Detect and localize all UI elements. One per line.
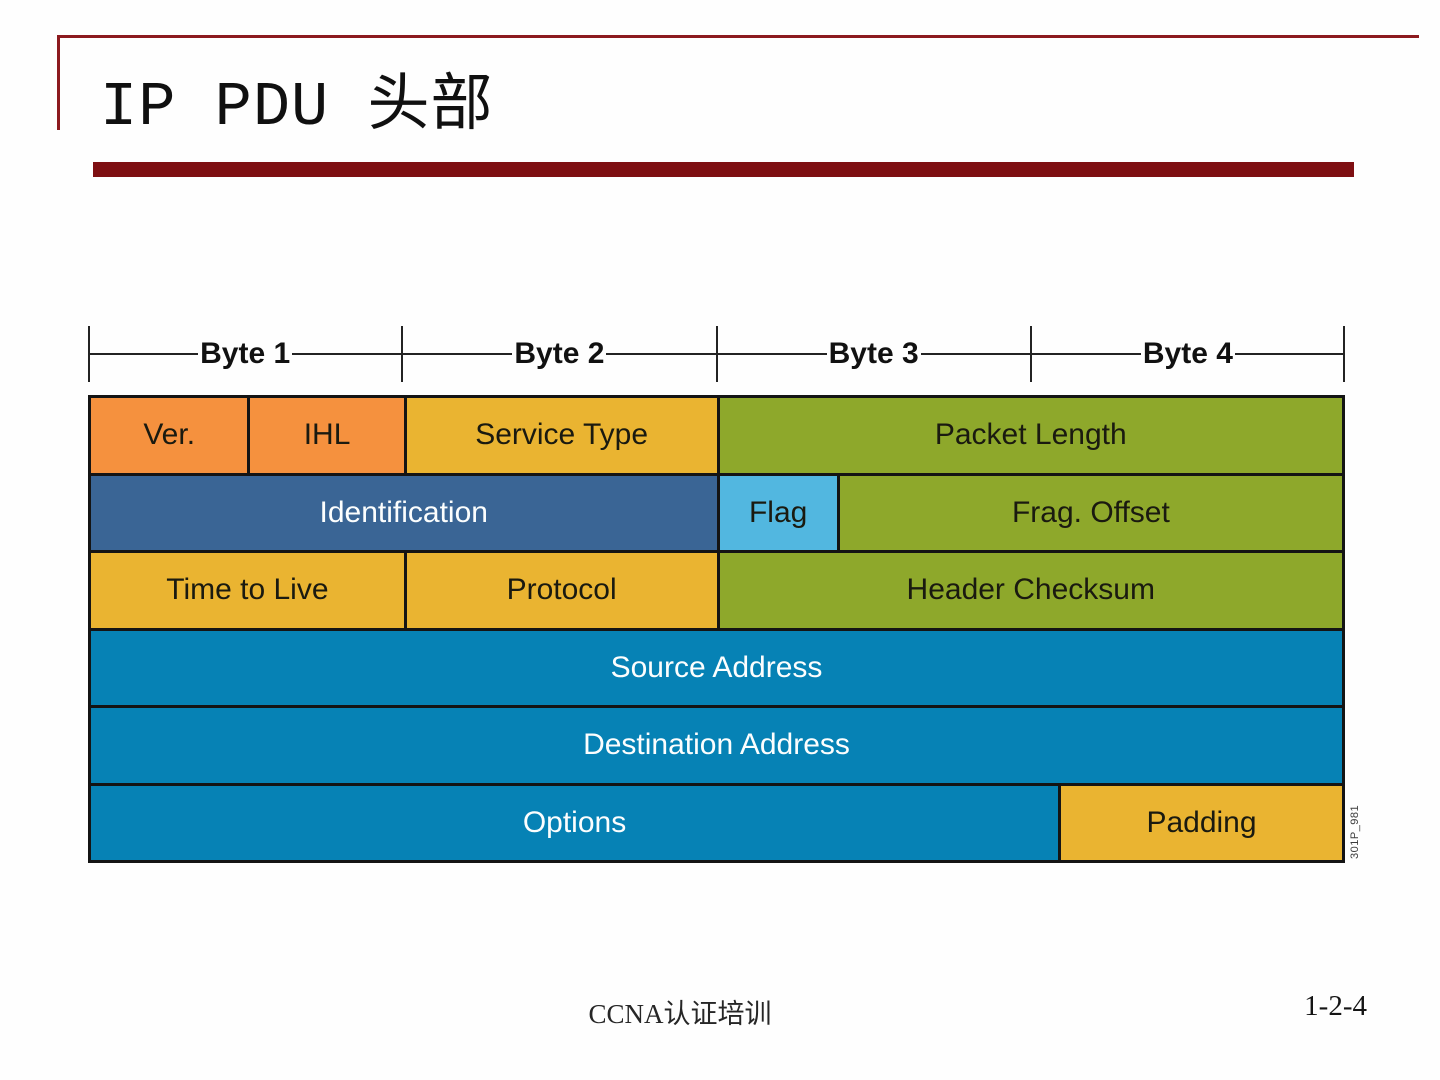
field-options: Options	[91, 785, 1059, 860]
ruler-line	[88, 353, 199, 355]
footer-page-number: 1-2-4	[1304, 990, 1367, 1022]
header-row-5: Destination Address	[91, 705, 1342, 783]
title-underline-bar	[93, 162, 1354, 177]
ruler-line	[1030, 353, 1141, 355]
ruler-line	[292, 353, 403, 355]
footer-course-name: CCNA认证培训	[588, 999, 772, 1029]
byte-3-label: Byte 3	[828, 337, 919, 370]
field-destination-address: Destination Address	[91, 708, 1342, 783]
field-ver: Ver.	[91, 398, 248, 473]
field-ihl: IHL	[247, 398, 404, 473]
ruler-tick	[1343, 326, 1345, 382]
page-title: IP PDU 头部	[100, 72, 494, 143]
ruler-tick	[401, 326, 404, 382]
byte-4-label: Byte 4	[1142, 337, 1233, 370]
ruler-tick	[1029, 326, 1032, 382]
ruler-tick	[715, 326, 718, 382]
byte-ruler-segment-1: Byte 1	[88, 326, 403, 382]
byte-ruler-segment-3: Byte 3	[716, 326, 1031, 382]
field-service-type: Service Type	[403, 398, 717, 473]
field-flag: Flag	[716, 475, 837, 550]
top-rule-line	[57, 35, 1419, 38]
byte-ruler: Byte 1 Byte 2 Byte 3 Byte 4	[88, 326, 1346, 382]
byte-ruler-segment-2: Byte 2	[402, 326, 717, 382]
field-frag-offset: Frag. Offset	[836, 475, 1342, 550]
field-packet-length: Packet Length	[716, 398, 1342, 473]
byte-1-label: Byte 1	[200, 337, 291, 370]
ruler-line	[1234, 353, 1346, 355]
ruler-tick	[88, 326, 90, 382]
byte-ruler-segments: Byte 1 Byte 2 Byte 3 Byte 4	[88, 326, 1346, 382]
ruler-line	[402, 353, 513, 355]
field-header-checksum: Header Checksum	[716, 553, 1342, 628]
field-source-address: Source Address	[91, 630, 1342, 705]
field-identification: Identification	[91, 475, 717, 550]
figure-id: 301P_981	[1349, 804, 1361, 859]
byte-ruler-segment-4: Byte 4	[1030, 326, 1346, 382]
field-protocol: Protocol	[403, 553, 717, 628]
ruler-line	[920, 353, 1031, 355]
header-row-4: Source Address	[91, 627, 1342, 705]
field-padding: Padding	[1058, 785, 1342, 860]
top-rule-left-segment	[57, 35, 60, 130]
ruler-line	[716, 353, 827, 355]
byte-2-label: Byte 2	[514, 337, 605, 370]
ruler-line	[606, 353, 717, 355]
field-time-to-live: Time to Live	[91, 553, 404, 628]
